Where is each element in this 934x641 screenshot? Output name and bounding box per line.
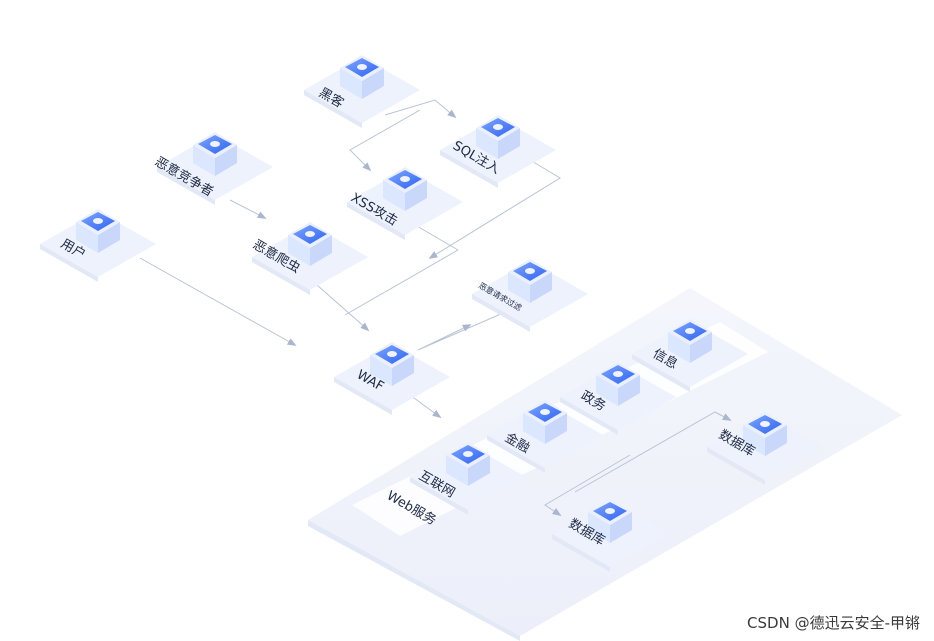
lock-icon [210, 141, 220, 147]
node-layer [40, 55, 823, 572]
cube-left-face [476, 128, 498, 159]
node-platform-edge [304, 90, 362, 128]
node-platform-edge [560, 397, 618, 435]
line-user-to-waf [139, 257, 297, 346]
line-waf-to-web [409, 394, 442, 419]
node-database-1 [552, 499, 668, 572]
node-platform-edge [252, 257, 310, 295]
node-platform-edge [552, 534, 610, 572]
line-competitor-to-crawler [229, 199, 267, 219]
cube-right-face [392, 355, 414, 386]
node-malicious-request-filter [472, 259, 588, 332]
node-finance [487, 400, 603, 473]
node-platform-edge [157, 167, 215, 205]
cube-right-face [610, 512, 632, 543]
node-waf [334, 342, 450, 415]
cube-right-face [545, 413, 567, 444]
node-information [632, 319, 748, 392]
doc-icon [493, 124, 503, 130]
list-icon [685, 328, 695, 334]
cube-left-face [523, 413, 545, 444]
line-sql-to-waf-join [428, 159, 561, 259]
node-user [40, 209, 156, 282]
grid-icon [387, 351, 397, 357]
db-icon [760, 421, 770, 427]
cube-left-face [588, 512, 610, 543]
node-platform-edge [707, 447, 765, 485]
node-platform-edge [334, 377, 392, 415]
cube-left-face [508, 272, 530, 303]
node-platform-edge [347, 202, 405, 240]
node-internet [410, 442, 526, 515]
cube-left-face [76, 222, 98, 253]
node-database-2 [707, 412, 823, 485]
cube-right-face [690, 332, 712, 363]
user-icon [357, 64, 367, 70]
cube-right-face [530, 272, 552, 303]
node-platform-edge [472, 294, 530, 332]
user-icon [93, 218, 103, 224]
service-zone-platform [308, 288, 902, 641]
cube-left-face [596, 375, 618, 406]
node-malicious-crawler [252, 222, 368, 295]
line-db-link-2 [544, 454, 631, 516]
cube-left-face [370, 355, 392, 386]
cube-left-face [743, 425, 765, 456]
cube-right-face [618, 375, 640, 406]
cube-right-face [98, 222, 120, 253]
node-malicious-competitor [157, 132, 273, 205]
globe-icon [463, 451, 473, 457]
cube-left-face [383, 180, 405, 211]
node-platform-edge [440, 150, 498, 188]
line-db-link [574, 411, 732, 493]
cube-right-face [765, 425, 787, 456]
node-platform-edge [40, 244, 98, 282]
node-sql-injection [440, 115, 556, 188]
cube-right-face [362, 68, 384, 99]
building-icon [613, 371, 623, 377]
cube-right-face [468, 455, 490, 486]
cube-left-face [288, 235, 310, 266]
node-hacker [304, 55, 420, 128]
cube-right-face [310, 235, 332, 266]
cube-left-face [193, 145, 215, 176]
coin-icon [540, 409, 550, 415]
cube-right-face [498, 128, 520, 159]
db-icon [605, 508, 615, 514]
filter-icon [525, 268, 535, 274]
line-hacker-to-xss [349, 109, 421, 172]
node-platform-edge [410, 477, 468, 515]
line-join-to-waf [344, 249, 459, 316]
code-icon [400, 176, 410, 182]
node-government [560, 362, 676, 435]
line-hacker-to-sql [384, 99, 457, 119]
node-platform-edge [632, 354, 690, 392]
connection-lines [139, 99, 732, 516]
line-filter-to-waf [417, 309, 511, 351]
cube-right-face [215, 145, 237, 176]
cube-left-face [340, 68, 362, 99]
cube-left-face [668, 332, 690, 363]
node-xss-attack [347, 167, 463, 240]
watermark: CSDN @德迅云安全-甲锵 [747, 614, 920, 632]
cube-right-face [405, 180, 427, 211]
node-platform-edge [487, 435, 545, 473]
bug-icon [305, 231, 315, 237]
cube-left-face [446, 455, 468, 486]
